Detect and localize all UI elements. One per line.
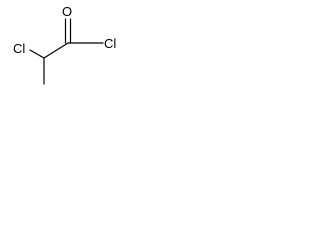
bond-c2-cl: [29, 49, 45, 59]
structure-diagram: O Cl Cl: [13, 4, 116, 85]
atom-label-alpha-chlorine: Cl: [13, 41, 25, 56]
atom-label-oxygen: O: [62, 4, 72, 19]
bond-c1-c2: [43, 42, 69, 59]
atom-label-acyl-chlorine: Cl: [104, 36, 116, 51]
